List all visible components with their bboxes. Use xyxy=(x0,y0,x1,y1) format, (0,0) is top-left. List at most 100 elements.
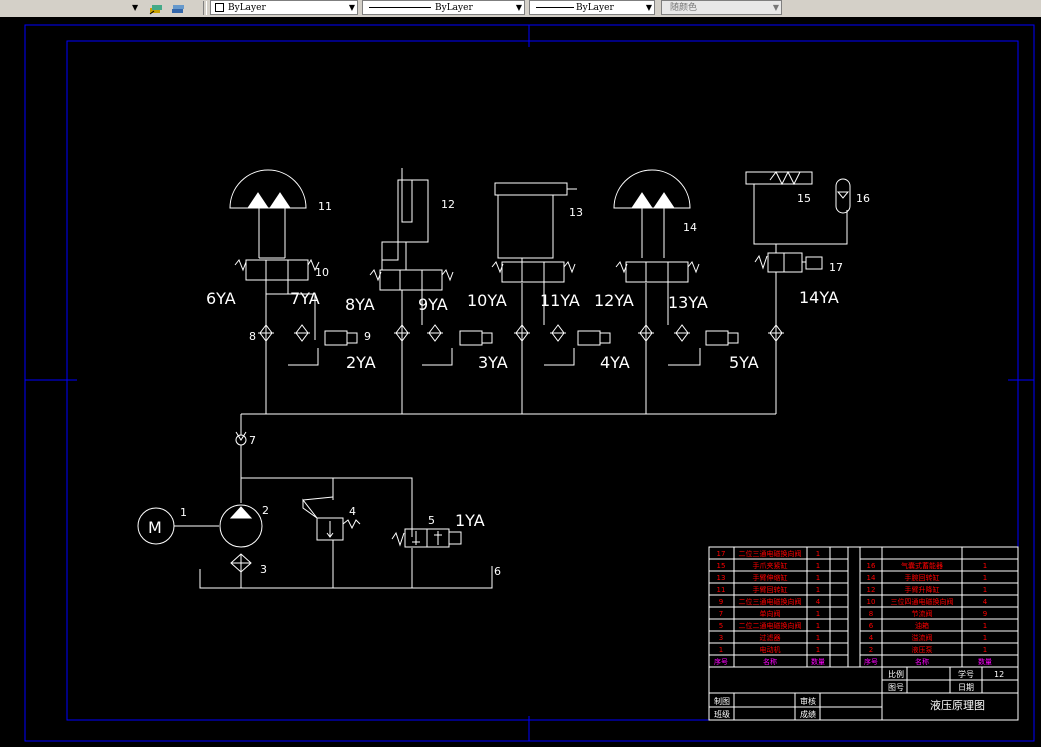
bom-left-qty: 1 xyxy=(816,586,820,594)
label-15: 15 xyxy=(797,192,811,205)
bom-right-qty: 1 xyxy=(983,622,987,630)
drawing-frame xyxy=(24,24,1035,742)
relief-valve-box xyxy=(316,517,344,541)
bom-header-name: 名称 xyxy=(915,657,929,666)
bom-right-qty: 1 xyxy=(983,634,987,642)
label-2: 2 xyxy=(262,504,269,517)
chevron-down-icon: ▼ xyxy=(772,3,779,12)
bom-right-name: 液压泵 xyxy=(912,645,933,654)
bom-right-no: 8 xyxy=(869,610,873,618)
bom-right-qty: 1 xyxy=(983,574,987,582)
linetype-sample xyxy=(369,7,431,8)
label-4: 4 xyxy=(349,505,356,518)
solenoid-labels: 1YA 2YA 3YA 4YA 5YA 6YA 7YA 8YA 9YA 10YA… xyxy=(206,288,839,530)
label-10: 10 xyxy=(315,266,329,279)
drawing-title: 液压原理图 xyxy=(930,698,985,712)
date-label: 日期 xyxy=(958,683,974,692)
label-5: 5 xyxy=(428,514,435,527)
label-14: 14 xyxy=(683,221,697,234)
bom-right-no: 2 xyxy=(869,646,873,654)
linetype-control-combo[interactable]: ByLayer ▼ xyxy=(362,0,525,15)
bom-right-no: 12 xyxy=(867,586,876,594)
bom-left-qty: 1 xyxy=(816,622,820,630)
bom-left-no: 1 xyxy=(719,646,723,654)
bom-right-qty: 1 xyxy=(983,586,987,594)
bom-left-no: 9 xyxy=(719,598,723,606)
toolbar-separator xyxy=(203,1,207,15)
bom-left-name: 二位三通电磁换向阀 xyxy=(739,549,802,558)
bom-left-no: 17 xyxy=(717,550,726,558)
chevron-down-icon: ▼ xyxy=(348,3,355,12)
bom-left-name: 电动机 xyxy=(760,645,781,654)
bom-right-name: 节流阀 xyxy=(912,609,933,618)
label-11: 11 xyxy=(318,200,332,213)
scale-label: 比例 xyxy=(888,669,904,679)
bom-right-no: 4 xyxy=(869,634,874,642)
sheet-label: 学号 xyxy=(958,669,974,679)
label-12: 12 xyxy=(441,198,455,211)
throttle-b4 xyxy=(638,324,654,342)
plotstyle-control-combo[interactable]: 随颜色 ▼ xyxy=(661,0,782,15)
bom-left-qty: 1 xyxy=(816,550,820,558)
bom-right-name: 油箱 xyxy=(915,621,929,630)
lineweight-sample xyxy=(536,7,574,8)
title-block xyxy=(708,666,1019,721)
bom-left-no: 7 xyxy=(719,610,723,618)
label-1: 1 xyxy=(180,506,187,519)
pump-supply-line xyxy=(240,477,413,537)
bom-right-qty: 4 xyxy=(983,598,988,606)
bom-left-no: 3 xyxy=(719,634,723,642)
bom-left-no: 5 xyxy=(719,622,723,630)
solenoid-9ya: 9YA xyxy=(418,295,448,314)
lineweight-control-combo[interactable]: ByLayer ▼ xyxy=(529,0,655,15)
solenoid-8ya: 8YA xyxy=(345,295,375,314)
linetype-control-value: ByLayer xyxy=(435,3,473,13)
bom-left-no: 13 xyxy=(717,574,726,582)
wrist-rotary-14 xyxy=(613,169,691,209)
bom-right-name: 溢流阀 xyxy=(912,633,933,642)
bom-header-no: 序号 xyxy=(864,657,878,666)
drawing-canvas[interactable]: 1 2 3 4 5 6 7 8 9 10 11 12 13 14 15 16 1… xyxy=(0,17,1041,743)
bom-header-name: 名称 xyxy=(763,657,777,666)
bom-left-no: 11 xyxy=(717,586,726,594)
label-6: 6 xyxy=(494,565,501,578)
throttle-b2 xyxy=(394,324,410,342)
solenoid-10ya: 10YA xyxy=(467,291,507,310)
solenoid-1ya: 1YA xyxy=(455,511,485,530)
gripper-cylinder-15 xyxy=(745,171,813,185)
bom-left-name: 手爪夹紧缸 xyxy=(753,561,788,570)
color-control-combo[interactable]: ByLayer ▼ xyxy=(210,0,358,15)
property-toolbar: ▼ ByLayer ▼ ByLayer ▼ ByLayer ▼ 随颜色 ▼ xyxy=(0,0,1041,18)
bom-table xyxy=(708,546,1019,668)
label-8: 8 xyxy=(249,330,256,343)
layer-previous-icon[interactable] xyxy=(170,1,186,15)
drafter-label: 制图 xyxy=(714,696,730,706)
rotary-actuator-11 xyxy=(229,169,307,209)
bom-left-no: 15 xyxy=(717,562,726,570)
bom-left-qty: 1 xyxy=(816,574,820,582)
sheet-value: 12 xyxy=(994,670,1004,679)
bom-right-qty: 1 xyxy=(983,646,987,654)
label-3: 3 xyxy=(260,563,267,576)
tank-line xyxy=(199,548,493,589)
label-13: 13 xyxy=(569,206,583,219)
solenoid-5ya: 5YA xyxy=(729,353,759,372)
bom-right-no: 6 xyxy=(869,622,874,630)
bom-right-qty: 9 xyxy=(983,610,987,618)
throttle-b5 xyxy=(768,324,784,342)
accumulator-16 xyxy=(835,178,851,214)
bom-left-name: 二位三通电磁换向阀 xyxy=(739,597,802,606)
layer-states-icon[interactable] xyxy=(148,1,164,15)
filter-diamond xyxy=(230,553,252,573)
bom-right-name: 手臂升降缸 xyxy=(905,585,940,594)
bom-header-qty: 数量 xyxy=(978,657,992,666)
bom-header-qty: 数量 xyxy=(811,657,825,666)
label-9: 9 xyxy=(364,330,371,343)
throttle-b3 xyxy=(514,324,530,342)
bom-right-name: 三位四通电磁换向阀 xyxy=(891,597,954,606)
bom-left-qty: 1 xyxy=(816,646,820,654)
chevron-down-icon: ▼ xyxy=(645,3,652,12)
label-17: 17 xyxy=(829,261,843,274)
layer-dropdown-arrow[interactable]: ▼ xyxy=(132,3,139,12)
